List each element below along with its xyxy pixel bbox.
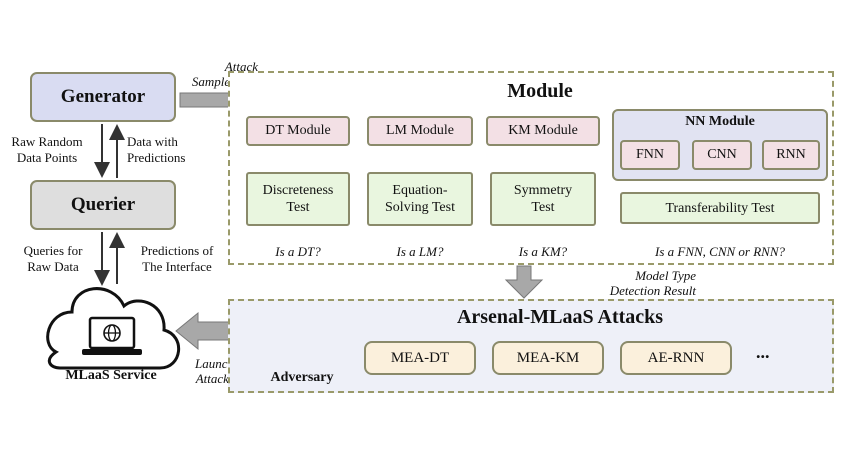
transferability-test: Transferability Test [620,192,820,224]
symmetry-test-line-2: Test [531,200,555,215]
rnn-node: RNN [762,140,820,170]
discreteness-test: Discreteness Test [246,172,350,226]
attack-mea-km-label: MEA-KM [516,349,580,366]
fnn-node: FNN [620,140,680,170]
launch-attacks-line-1: Launch [195,356,234,371]
lm-question: Is a LM? [396,244,444,259]
symmetry-test: Symmetry Test [490,172,596,226]
predictions-of-label: Predictions of The Interface [127,243,227,275]
dt-module-label: DT Module [265,123,331,138]
data-with-line-1: Data with [127,134,178,149]
arsenal-title: Arsenal-MLaaS Attacks [456,306,664,328]
adversary-label: Adversary [270,370,334,385]
symmetry-test-line-1: Symmetry [513,183,573,198]
cnn-node: CNN [692,140,752,170]
queries-for-line-1: Queries for [23,243,83,258]
lm-module: LM Module [367,116,473,146]
equation-solving-test: Equation- Solving Test [367,172,473,226]
attack-mea-dt-label: MEA-DT [390,349,450,366]
queries-for-label: Queries for Raw Data [10,243,96,275]
predictions-of-line-1: Predictions of [140,243,214,258]
equation-solving-test-line-1: Equation- [392,183,448,198]
km-question: Is a KM? [518,244,568,259]
raw-random-label: Raw Random Data Points [2,134,92,166]
querier-node: Querier [30,180,176,230]
laptop-icon [82,316,142,355]
mlaas-service-label: MLaaS Service [65,368,157,383]
discreteness-test-line-1: Discreteness [262,183,334,198]
generator-label: Generator [60,86,146,107]
attack-mea-km: MEA-KM [492,341,604,375]
equation-solving-test-line-2: Solving Test [385,200,455,215]
model-type-line-1: Model Type [635,268,696,283]
more-attacks-ellipsis: ... [756,342,770,362]
queries-for-line-2: Raw Data [27,259,79,274]
raw-random-line-2: Data Points [16,150,78,165]
querier-label: Querier [70,194,136,215]
rnn-label: RNN [776,147,806,162]
launch-attacks-label: Launch Attacks [168,356,234,386]
nn-module-title: NN Module [685,114,755,129]
nn-question: Is a FNN, CNN or RNN? [654,244,786,259]
lm-module-label: LM Module [385,123,455,138]
km-module: KM Module [486,116,600,146]
module-title: Module [507,80,573,102]
discreteness-test-line-2: Test [286,200,310,215]
attack-ae-rnn: AE-RNN [620,341,732,375]
model-type-line-2: Detection Result [609,283,696,298]
model-type-label: Model Type Detection Result [546,268,696,298]
attack-mea-dt: MEA-DT [364,341,476,375]
data-with-label: Data with Predictions [127,134,217,166]
km-module-label: KM Module [508,123,578,138]
predictions-of-line-2: The Interface [142,259,212,274]
launch-attacks-line-2: Attacks [195,371,234,386]
fnn-label: FNN [635,147,664,162]
data-with-line-2: Predictions [127,150,186,165]
dt-question: Is a DT? [275,244,321,259]
raw-random-line-1: Raw Random [11,134,83,149]
generator-node: Generator [30,72,176,122]
transferability-test-label: Transferability Test [665,200,775,216]
attack-sample-pool-line-1: Attack [224,59,258,74]
dt-module: DT Module [246,116,350,146]
detection-result-arrow [504,265,544,299]
cnn-label: CNN [707,147,737,162]
attack-ae-rnn-label: AE-RNN [647,349,705,366]
